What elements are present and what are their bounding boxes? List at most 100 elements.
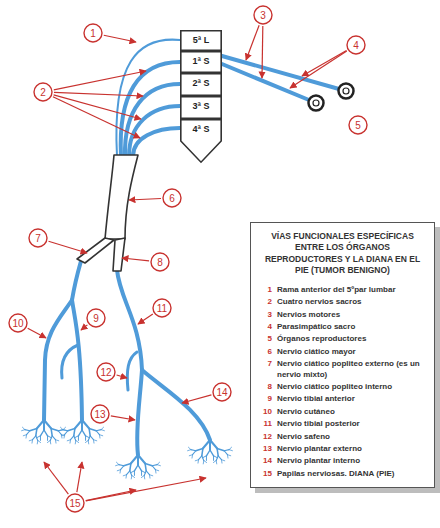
papilla-branch bbox=[188, 450, 191, 451]
papilla-branch bbox=[37, 420, 44, 428]
callout-number: 4 bbox=[347, 36, 365, 54]
legend-number: 3 bbox=[259, 310, 275, 320]
papilla-branch bbox=[22, 430, 25, 431]
papilla-branch bbox=[40, 430, 44, 436]
papilla-branch bbox=[210, 440, 217, 448]
legend-entry: Nervio safeno bbox=[277, 432, 426, 442]
vertebra-box: 2ª S bbox=[180, 73, 222, 96]
legend-number: 15 bbox=[259, 469, 275, 479]
papilla-branch bbox=[44, 430, 48, 436]
papilla-branch bbox=[202, 456, 206, 458]
legend-entry: Nervio plantar externo bbox=[277, 444, 426, 454]
papilla-branch bbox=[155, 470, 157, 473]
callout-ring bbox=[163, 189, 181, 207]
papilla-branch bbox=[221, 460, 223, 463]
legend-entry: Nervio tibial anterior bbox=[277, 394, 426, 404]
papilla-branch bbox=[78, 430, 82, 436]
vertebra-shape bbox=[181, 74, 221, 95]
leader-line bbox=[81, 325, 87, 330]
papilla-branch bbox=[60, 427, 62, 429]
callout-number: 12 bbox=[97, 363, 115, 381]
legend-number: 6 bbox=[259, 347, 275, 357]
papilla-branch bbox=[124, 463, 131, 465]
papilla-branch bbox=[203, 460, 205, 463]
papilla-branch bbox=[209, 440, 211, 450]
papilla-branch bbox=[51, 428, 52, 435]
callout-ring bbox=[34, 83, 52, 101]
papilla-branch bbox=[210, 450, 214, 456]
leader-line bbox=[122, 258, 149, 261]
papilla-branch bbox=[48, 436, 52, 438]
papilla-branch bbox=[58, 431, 61, 435]
papilla-branch bbox=[149, 475, 151, 478]
papilla-branch bbox=[193, 451, 196, 455]
leader-line bbox=[117, 375, 127, 378]
papilla-branch bbox=[101, 430, 104, 431]
vertebra-label: 4ª S bbox=[193, 119, 210, 140]
papilla-branch bbox=[81, 420, 83, 430]
peroneal-trunk bbox=[77, 238, 114, 263]
leader-line bbox=[54, 92, 143, 96]
sacral-nerve bbox=[125, 84, 180, 156]
legend-number: 11 bbox=[259, 419, 275, 429]
cutaneous-nerve bbox=[44, 300, 72, 420]
legend-number: 13 bbox=[259, 444, 275, 454]
legend-entry: Nervios motores bbox=[277, 310, 426, 320]
sacral-nerve bbox=[133, 128, 180, 156]
leader-line bbox=[129, 199, 161, 200]
papilla-branch bbox=[33, 436, 36, 440]
papilla-branch bbox=[44, 420, 51, 428]
legend-entry: Nervio ciático popliteo interno bbox=[277, 382, 426, 392]
callout-ring bbox=[254, 6, 272, 24]
legend-number: 9 bbox=[259, 394, 275, 404]
papilla-branch bbox=[127, 471, 130, 475]
papilla-branch bbox=[217, 448, 218, 455]
tibial-posterior-nerve bbox=[117, 270, 142, 370]
papilla-branch bbox=[134, 465, 138, 471]
vertebra-box: 3ª S bbox=[180, 96, 222, 119]
callout-number: 13 bbox=[91, 405, 109, 423]
legend-entry: Nervio tibial posterior bbox=[277, 419, 426, 429]
papilla-branch bbox=[229, 447, 231, 449]
papilla-branch bbox=[137, 455, 139, 465]
legend-number: 1 bbox=[259, 285, 275, 295]
vertebra-label: 5ª L bbox=[193, 30, 209, 51]
callout-number: 7 bbox=[29, 229, 47, 247]
papilla-branch bbox=[37, 440, 39, 443]
papilla-branch bbox=[89, 428, 90, 435]
callout-ring bbox=[9, 314, 27, 332]
legend-number: 14 bbox=[259, 456, 275, 466]
papilla-branch bbox=[27, 431, 30, 435]
leader-line bbox=[77, 462, 82, 492]
sacral-nerves bbox=[116, 40, 180, 156]
callout-ring bbox=[87, 309, 105, 327]
callout-number: 2 bbox=[34, 83, 52, 101]
legend-entry: Cuatro nervios sacros bbox=[277, 297, 426, 307]
legend-title: VÍAS FUNCIONALES ESPECÍFICAS ENTRE LOS Ó… bbox=[259, 231, 426, 277]
papilla-branch bbox=[146, 471, 149, 475]
callout-ring bbox=[97, 363, 115, 381]
vertebra-label: 3ª S bbox=[193, 96, 210, 117]
sciatic-trunk bbox=[77, 155, 138, 271]
legend-number: 12 bbox=[259, 432, 275, 442]
papilla-branch bbox=[25, 430, 30, 431]
leader-line bbox=[86, 478, 206, 501]
papilla-branch bbox=[213, 456, 214, 461]
legend-number: 7 bbox=[259, 359, 275, 380]
papilla-branch bbox=[117, 470, 120, 471]
papilla-branch bbox=[47, 436, 48, 441]
papilla-branch bbox=[90, 436, 93, 440]
papilla-branch bbox=[138, 465, 142, 471]
legend-entry: Rama anterior del 5ºpar lumbar bbox=[277, 285, 426, 295]
papilla-branch bbox=[196, 448, 203, 450]
papilla-branch bbox=[82, 420, 89, 428]
papilla-branch bbox=[227, 455, 229, 458]
papilla-branch bbox=[206, 450, 210, 456]
papilla-branch bbox=[152, 466, 155, 470]
callout-number: 6 bbox=[163, 189, 181, 207]
motor-nerves bbox=[222, 56, 339, 100]
papilla-branch bbox=[29, 440, 32, 441]
leader-line bbox=[182, 395, 211, 403]
leader-line bbox=[302, 50, 346, 76]
papilla-branch bbox=[68, 428, 75, 430]
